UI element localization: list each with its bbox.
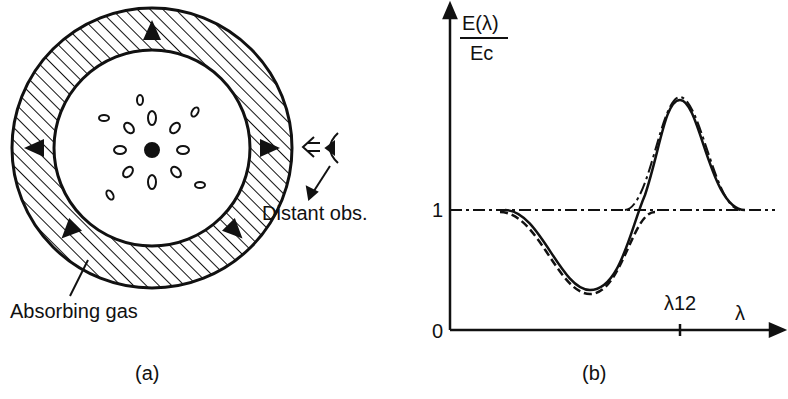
- tick-label: 1: [432, 199, 443, 221]
- observer-label: Distant obs.: [262, 202, 368, 224]
- axis-label: λ: [735, 302, 745, 324]
- leader-line: [70, 260, 88, 296]
- central-star: [99, 95, 205, 201]
- emission-profile: [625, 97, 740, 210]
- outflow-arrows: [24, 20, 280, 239]
- tick-label: 0: [432, 320, 443, 342]
- region-label: Absorbing gas: [10, 300, 138, 322]
- wavelength-label: λ12: [664, 292, 696, 314]
- leader-line: [307, 166, 330, 199]
- fraction-bar: [460, 37, 508, 39]
- observer-eye: [303, 133, 338, 163]
- panel-label: (a): [135, 362, 159, 384]
- panel-label: (b): [582, 362, 606, 384]
- axis-label: E(λ): [462, 12, 499, 34]
- absorbing-shell: [12, 8, 292, 288]
- net-profile: [505, 100, 745, 290]
- plot-axes: [444, 4, 784, 336]
- continuum-level: [450, 209, 775, 211]
- axis-label: Ec: [470, 42, 493, 64]
- absorption-profile: [500, 212, 655, 294]
